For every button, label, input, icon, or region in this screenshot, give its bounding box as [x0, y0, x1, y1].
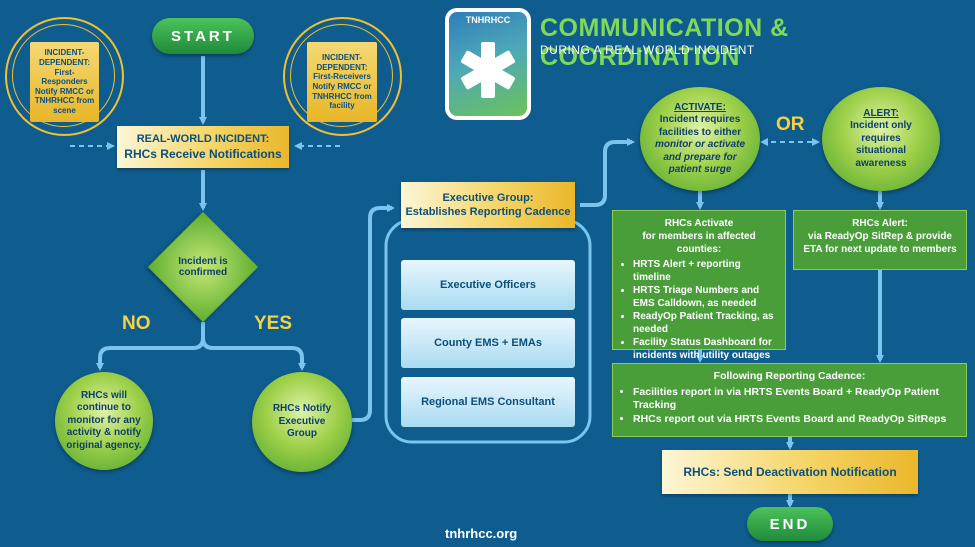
exec-member-label: Executive Officers: [440, 279, 536, 291]
start-node: START: [152, 18, 254, 54]
activate-line2: monitor or activate and prepare for pati…: [654, 139, 746, 175]
no-outcome-text: RHCs will continue to monitor for any ac…: [66, 389, 142, 451]
deactivation-box: RHCs: Send Deactivation Notification: [662, 450, 918, 494]
notification-line1: REAL-WORLD INCIDENT:: [136, 133, 270, 145]
arrow-exec-activate: [580, 138, 635, 207]
activate-box-title: RHCs Activate: [664, 218, 734, 229]
notification-box: REAL-WORLD INCIDENT: RHCs Receive Notifi…: [117, 126, 289, 168]
end-label: END: [769, 515, 811, 533]
left-bubble-ring-inner: [12, 24, 115, 127]
exec-member-label: County EMS + EMAs: [434, 337, 542, 349]
activate-box-subtitle: for members in affected counties:: [642, 231, 756, 255]
diamond-line1: Incident is: [178, 256, 228, 267]
start-label: START: [171, 27, 235, 45]
alert-circle: ALERT: Incident only requires situationa…: [822, 87, 940, 191]
activate-box-item: Facility Status Dashboard for incidents …: [633, 336, 777, 362]
page-subtitle: DURING A REAL-WORLD INCIDENT: [540, 43, 755, 57]
cadence-list: Facilities report in via HRTS Events Boa…: [621, 386, 958, 427]
alert-title: ALERT:: [863, 107, 899, 119]
alert-box: RHCs Alert: via ReadyOp SitRep & provide…: [793, 210, 967, 270]
footer-url: tnhrhcc.org: [445, 526, 518, 541]
alert-box-text: via ReadyOp SitRep & provide ETA for nex…: [803, 231, 957, 255]
executive-group-line1: Executive Group:: [442, 192, 534, 204]
right-bubble-ring-outer: [283, 17, 402, 136]
activate-line1: Incident requires facilities to either: [658, 114, 742, 138]
yes-outcome-circle: RHCs Notify Executive Group: [252, 372, 352, 472]
arrow-yes-exec: [352, 204, 395, 422]
deactivation-label: RHCs: Send Deactivation Notification: [683, 465, 897, 479]
executive-group-box: Executive Group: Establishes Reporting C…: [401, 182, 575, 228]
right-bubble-title: INCIDENT-DEPENDENT:: [316, 53, 368, 72]
arrow-diamond-yes: [201, 337, 306, 371]
yes-outcome-text: RHCs Notify Executive Group: [272, 403, 332, 440]
left-bubble-box: INCIDENT-DEPENDENT: First-Responders Not…: [30, 42, 99, 122]
activate-box-item: ReadyOp Patient Tracking, as needed: [633, 310, 777, 336]
activate-box: RHCs Activate for members in affected co…: [612, 210, 786, 361]
activate-title: ACTIVATE:: [674, 101, 726, 113]
right-bubble-box: INCIDENT-DEPENDENT: First-Receivers Noti…: [307, 42, 377, 122]
cadence-item: Facilities report in via HRTS Events Boa…: [633, 386, 958, 413]
diamond-line2: confirmed: [178, 267, 228, 278]
yes-label: YES: [254, 313, 293, 334]
activate-box-item: HRTS Alert + reporting timeline: [633, 258, 777, 284]
right-bubble-text: First-Receivers Notify RMCC or TNHRHCC f…: [312, 72, 372, 111]
cadence-box: Following Reporting Cadence: Facilities …: [612, 363, 967, 437]
exec-member-regional-ems: Regional EMS Consultant: [401, 377, 575, 427]
exec-member-county-ems: County EMS + EMAs: [401, 318, 575, 368]
or-label: OR: [776, 114, 805, 135]
notification-line2: RHCs Receive Notifications: [124, 147, 282, 161]
logo-badge: TNHRHCC: [445, 8, 531, 120]
cadence-item: RHCs report out via HRTS Events Board an…: [633, 413, 958, 427]
page-title: COMMUNICATION & COORDINATION: [540, 14, 789, 71]
exec-member-officers: Executive Officers: [401, 260, 575, 310]
left-bubble-text: First-Responders Notify RMCC or TNHRHCC …: [34, 67, 95, 115]
arrow-diamond-no: [96, 322, 205, 371]
executive-group-line2: Establishes Reporting Cadence: [405, 206, 571, 218]
activate-box-item: HRTS Triage Numbers and EMS Calldown, as…: [633, 284, 777, 310]
activate-circle: ACTIVATE: Incident requires facilities t…: [640, 87, 760, 191]
cadence-title: Following Reporting Cadence:: [713, 370, 866, 382]
confirm-diamond: Incident is confirmed: [147, 211, 259, 323]
end-node: END: [747, 507, 833, 541]
exec-member-label: Regional EMS Consultant: [421, 396, 555, 408]
no-outcome-circle: RHCs will continue to monitor for any ac…: [55, 372, 153, 470]
alert-text: Incident only requires situational aware…: [850, 120, 912, 169]
alert-box-title: RHCs Alert:: [852, 218, 908, 229]
activate-box-list: HRTS Alert + reporting timeline HRTS Tri…: [621, 258, 777, 362]
no-label: NO: [122, 313, 151, 334]
logo-text: TNHRHCC: [465, 15, 511, 25]
left-bubble-ring-outer: [5, 17, 124, 136]
left-bubble-title: INCIDENT-DEPENDENT:: [38, 48, 91, 68]
right-bubble-ring-inner: [290, 24, 393, 127]
star-of-life-icon: [460, 42, 516, 98]
